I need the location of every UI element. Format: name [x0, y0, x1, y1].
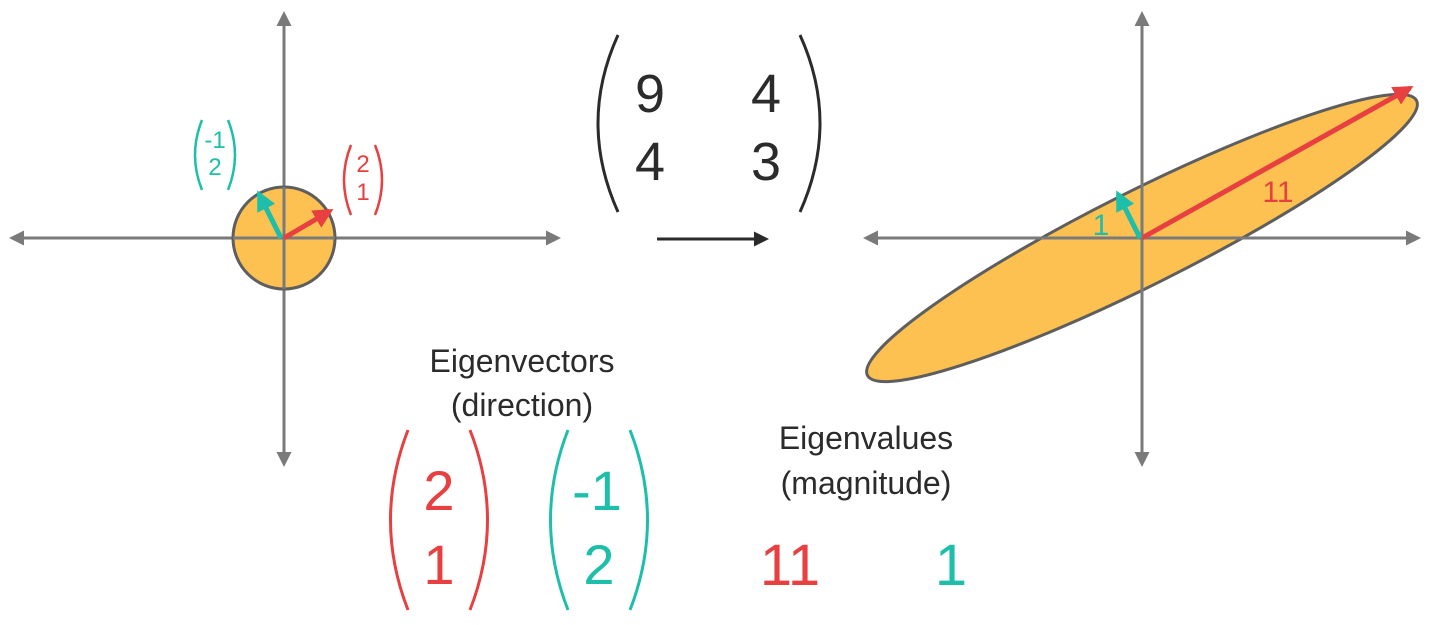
right-plot: 11 1 [863, 10, 1421, 467]
left-teal-eigenvector [256, 190, 284, 240]
eigenvalues-title: Eigenvalues [779, 420, 953, 456]
eigenvalue-red: 11 [760, 533, 820, 598]
right-teal-eigenvector [1115, 190, 1143, 240]
red-eigvec-left-paren [389, 429, 410, 611]
matrix-right-paren [798, 34, 822, 213]
left-red-bottom: 1 [356, 179, 369, 206]
matrix-a21: 4 [635, 132, 665, 192]
red-eigvec-right-paren [468, 429, 489, 611]
eigenvalues-subtitle: (magnitude) [781, 465, 952, 501]
eigenvectors-subtitle: (direction) [451, 387, 593, 423]
matrix-left-paren [596, 34, 620, 213]
red-eigvec-top: 2 [423, 459, 454, 522]
left-teal-bottom: 2 [208, 154, 221, 181]
teal-eigvec-top: -1 [572, 459, 622, 522]
eigenvalues-section: Eigenvalues (magnitude) 11 1 [760, 420, 967, 598]
left-red-top: 2 [356, 151, 369, 178]
left-teal-top: -1 [204, 127, 225, 154]
eigenvectors-section: Eigenvectors (direction) 2 1 -1 2 [389, 343, 649, 611]
left-teal-vector-label: -1 2 [193, 119, 237, 191]
left-red-vector-label: 2 1 [342, 144, 384, 216]
matrix-a12: 4 [751, 64, 781, 124]
transform-matrix: 9 4 4 3 [596, 34, 822, 247]
left-plot: -1 2 2 1 [8, 10, 561, 467]
teal-eigvec-right-paren [628, 429, 649, 611]
red-eigvec-bottom: 1 [423, 533, 454, 596]
right-red-eigenvector [1140, 85, 1414, 241]
teal-eigvec-left-paren [549, 429, 570, 611]
eigenvectors-title: Eigenvectors [430, 343, 615, 379]
left-red-eigenvector [282, 208, 334, 241]
matrix-a11: 9 [635, 64, 665, 124]
right-teal-length-label: 1 [1093, 209, 1110, 242]
eigenvalue-teal: 1 [935, 533, 967, 598]
teal-eigvec-bottom: 2 [583, 533, 614, 596]
right-red-length-label: 11 [1262, 176, 1293, 209]
matrix-a22: 3 [751, 132, 781, 192]
